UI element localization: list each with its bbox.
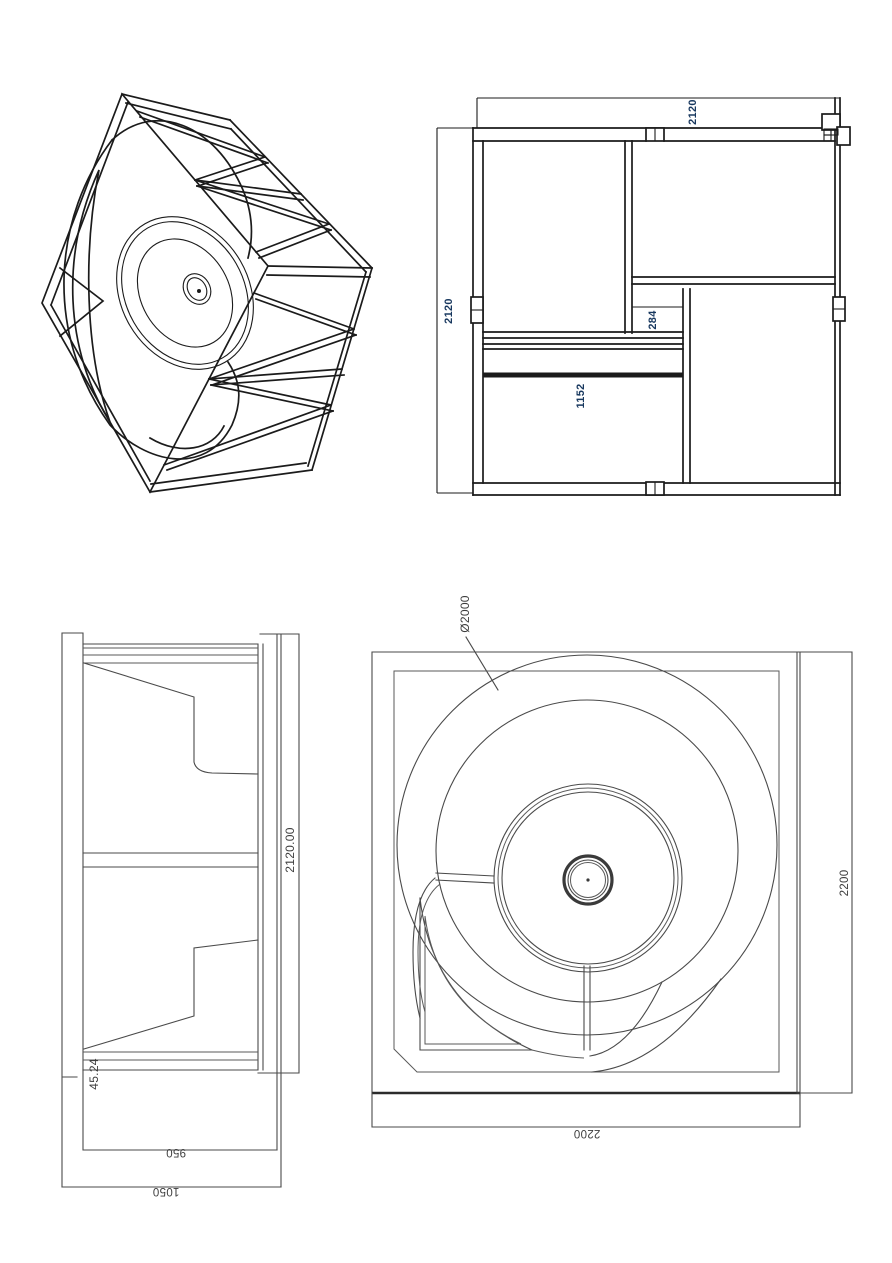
iso-panel-thickness-edge <box>49 100 152 483</box>
side-top-strips <box>83 647 258 664</box>
iso-bottom-depth-beam <box>149 462 313 493</box>
side-left-bar <box>61 632 84 1188</box>
dim-line-left <box>436 127 473 494</box>
dim-gap-label: 284 <box>647 310 659 330</box>
horn-dim-right <box>796 651 853 1094</box>
dim-frame-width-label: 2120 <box>687 99 699 125</box>
side-bottom-strips <box>83 1051 258 1061</box>
horn-spiral-exit-outer <box>591 978 722 1073</box>
iso-right-face-braces <box>162 291 358 472</box>
dim-side-height-label: 2120.00 <box>283 827 297 873</box>
isometric-view <box>41 92 374 494</box>
horn-inner-square <box>393 670 780 1073</box>
iso-right-depth-beam <box>266 265 373 278</box>
side-section-view: 2120.00 45.24 950 1050 <box>61 632 300 1197</box>
side-dim-extensions <box>257 633 300 1188</box>
horn-spiral-exit-inner <box>589 981 663 1057</box>
partition-horizontal-f <box>482 343 684 350</box>
side-box-outline <box>82 643 264 1071</box>
diameter-leader-line <box>465 636 499 691</box>
iso-horn-crescent <box>71 169 111 423</box>
iso-hub-dot <box>197 289 201 293</box>
horn-plan-view: Ø2000 2200 2200 <box>371 595 853 1139</box>
dim-line-top <box>476 97 840 128</box>
dim-diameter-label: Ø2000 <box>458 595 472 633</box>
dim-horn-height-label: 2200 <box>839 870 851 897</box>
iso-corner-vee <box>58 266 105 338</box>
iso-throat-rings <box>116 216 254 370</box>
horn-hub <box>562 854 614 906</box>
horn-outer-circle <box>396 654 778 1036</box>
partition-vertical-c <box>682 288 691 484</box>
iso-front-panel <box>41 92 270 494</box>
horn-second-circle <box>435 699 739 1003</box>
horn-left-divider-bar <box>435 872 495 884</box>
side-lower-horn-profile <box>83 939 259 1050</box>
horn-hub-dot <box>586 878 590 882</box>
side-upper-horn-profile <box>83 662 259 775</box>
horn-corner-triangle <box>419 897 533 1051</box>
partition-horizontal-e <box>482 331 684 339</box>
iso-back-top-rail <box>228 118 374 274</box>
iso-top-face-braces <box>135 109 333 260</box>
side-middle-shelf <box>82 852 259 868</box>
side-dim-box-950 <box>82 1069 278 1151</box>
frame-plan-view: 2120 2120 284 1152 <box>436 97 851 496</box>
horn-corner-triangle-inner <box>424 915 522 1045</box>
horn-left-wall <box>412 877 436 1019</box>
corner-key-right <box>836 126 851 146</box>
iso-hub <box>182 273 212 305</box>
dim-board-thickness-label: 45.24 <box>87 1058 101 1090</box>
dim-panel-label: 1152 <box>575 383 587 408</box>
dim-horn-width-label: 2200 <box>574 1127 601 1139</box>
dim-frame-height-label: 2120 <box>443 298 455 324</box>
dim-inner-width-label: 950 <box>166 1146 186 1158</box>
dim-outer-width-label: 1050 <box>153 1185 180 1197</box>
partition-horizontal-b <box>631 276 836 285</box>
iso-top-depth-beam <box>120 92 233 131</box>
partition-vertical-a <box>624 140 633 334</box>
iso-horn-spiral <box>58 120 254 460</box>
horn-dim-bottom-band <box>371 1092 801 1128</box>
horn-bottom-divider <box>583 965 591 1051</box>
horn-throat-ring <box>493 783 683 973</box>
